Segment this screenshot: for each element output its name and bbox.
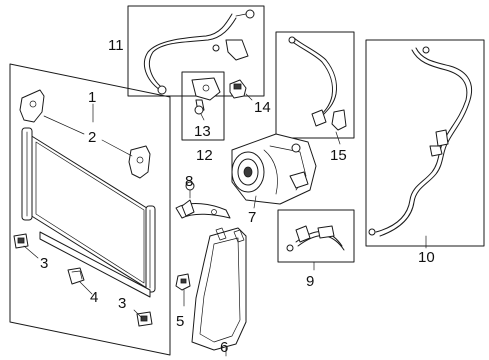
leader-lines-left bbox=[23, 103, 143, 319]
callout-10: 10 bbox=[418, 249, 435, 266]
part-10-box bbox=[365, 39, 485, 247]
condenser-lower-seal bbox=[39, 231, 151, 298]
upper-bracket-left bbox=[19, 89, 45, 123]
callout-8: 8 bbox=[185, 173, 193, 190]
upper-bracket-right bbox=[128, 145, 151, 179]
condenser-core-inner bbox=[35, 141, 145, 284]
callout-12: 12 bbox=[196, 147, 213, 164]
compressor-7 bbox=[231, 133, 317, 209]
callout-11: 11 bbox=[108, 37, 124, 54]
air-guide-6 bbox=[191, 227, 247, 357]
condenser-assembly bbox=[9, 63, 171, 356]
callout-4: 4 bbox=[90, 289, 98, 306]
hose-assembly-10 bbox=[365, 39, 485, 249]
callout-3-left: 3 bbox=[40, 255, 48, 272]
callout-13: 13 bbox=[194, 123, 211, 140]
hose-assembly-9 bbox=[277, 209, 355, 271]
part-12-box bbox=[181, 71, 225, 141]
bolt-8 bbox=[185, 181, 195, 199]
lower-mount-right bbox=[136, 311, 153, 327]
callout-9: 9 bbox=[306, 273, 314, 290]
callout-15: 15 bbox=[330, 147, 347, 164]
valve-assembly-12 bbox=[181, 71, 225, 141]
callout-6: 6 bbox=[220, 339, 228, 356]
callout-5: 5 bbox=[176, 313, 184, 330]
part-11-fitting-upper bbox=[245, 9, 255, 19]
callout-1: 1 bbox=[88, 89, 96, 106]
hose-assembly-11 bbox=[127, 5, 265, 97]
hose-assembly-15 bbox=[275, 31, 355, 145]
part-11-fitting-lower bbox=[157, 85, 167, 95]
condenser-frame-outline bbox=[9, 63, 171, 356]
pressure-switch-14 bbox=[229, 79, 253, 101]
callout-14: 14 bbox=[254, 99, 271, 116]
clip-5 bbox=[175, 273, 191, 307]
callout-2: 2 bbox=[88, 129, 96, 146]
condenser-clip bbox=[67, 267, 85, 285]
part-9-box bbox=[277, 209, 355, 263]
part-11-box bbox=[127, 5, 265, 97]
condenser-right-tank bbox=[145, 205, 156, 293]
lower-mount-left bbox=[13, 233, 29, 249]
compressor-bracket bbox=[175, 199, 231, 219]
callout-labels: 1 2 3 3 4 5 6 7 8 9 10 11 12 13 14 15 bbox=[40, 37, 435, 356]
callout-3-right: 3 bbox=[118, 295, 126, 312]
part-15-box bbox=[275, 31, 355, 139]
callout-7: 7 bbox=[248, 209, 256, 226]
